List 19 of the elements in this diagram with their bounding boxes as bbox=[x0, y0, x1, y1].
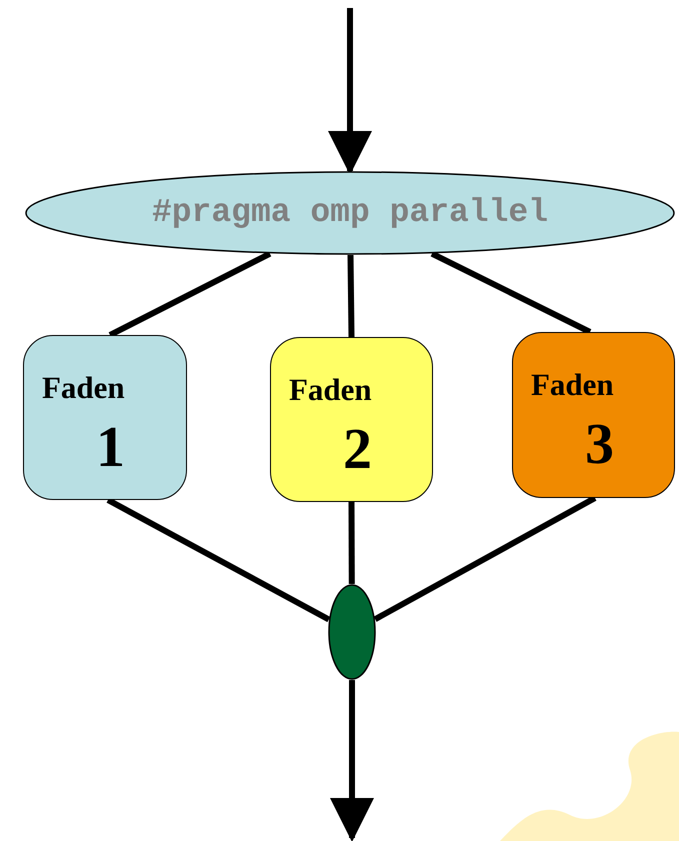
thread-number: 2 bbox=[343, 420, 372, 478]
connector-line bbox=[374, 495, 596, 622]
thread-box bbox=[270, 337, 433, 502]
thread-label: Faden bbox=[289, 374, 372, 405]
connector-line bbox=[430, 250, 592, 335]
connector-line bbox=[348, 254, 354, 338]
thread-number: 3 bbox=[585, 415, 614, 473]
thread-box bbox=[23, 335, 187, 500]
thread-label: Faden bbox=[42, 372, 125, 403]
thread-box bbox=[512, 332, 675, 498]
connector-line bbox=[108, 251, 272, 338]
thread-number: 1 bbox=[96, 418, 125, 476]
ellipse-node bbox=[25, 171, 675, 255]
connector-line bbox=[106, 497, 330, 622]
connector-line bbox=[348, 502, 355, 584]
arrow bbox=[330, 680, 374, 841]
thread-label: Faden bbox=[531, 369, 614, 400]
code-text: #pragma omp parallel bbox=[150, 193, 550, 233]
ellipse-node bbox=[328, 584, 376, 680]
